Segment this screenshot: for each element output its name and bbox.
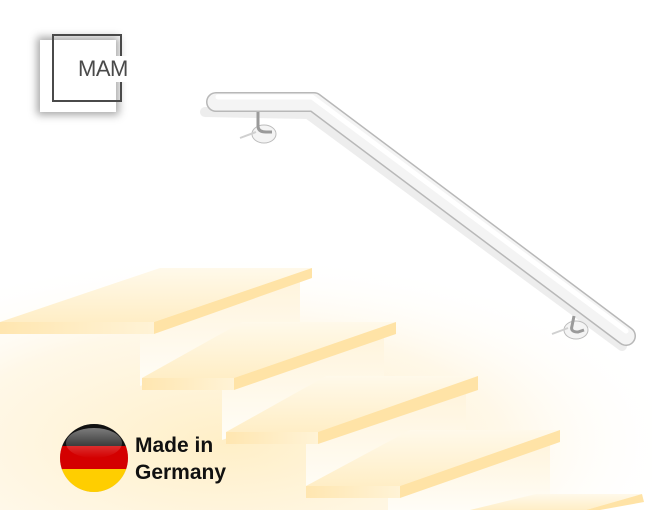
handrail-bracket-top xyxy=(239,112,277,144)
flag-stripe-gold xyxy=(60,468,128,492)
flag-stripe-black xyxy=(60,424,128,448)
made-in-germany-badge: Made in Germany xyxy=(60,424,250,496)
badge-line-1: Made in xyxy=(135,434,214,457)
handrail-shadow xyxy=(200,107,627,351)
flag-gloss xyxy=(66,428,122,458)
handrail-body xyxy=(207,93,635,345)
logo-text: MAM xyxy=(77,56,129,82)
badge-line-2: Germany xyxy=(135,461,227,484)
stair-step xyxy=(470,494,644,510)
handrail-bracket-bottom xyxy=(551,315,589,340)
stair-step xyxy=(306,430,560,510)
handrail-highlight xyxy=(215,94,629,334)
flag-stripe-red xyxy=(60,446,128,470)
mam-logo: MAM xyxy=(40,34,129,106)
germany-flag-icon xyxy=(60,424,128,492)
badge-text: Made in Germany xyxy=(135,432,226,486)
